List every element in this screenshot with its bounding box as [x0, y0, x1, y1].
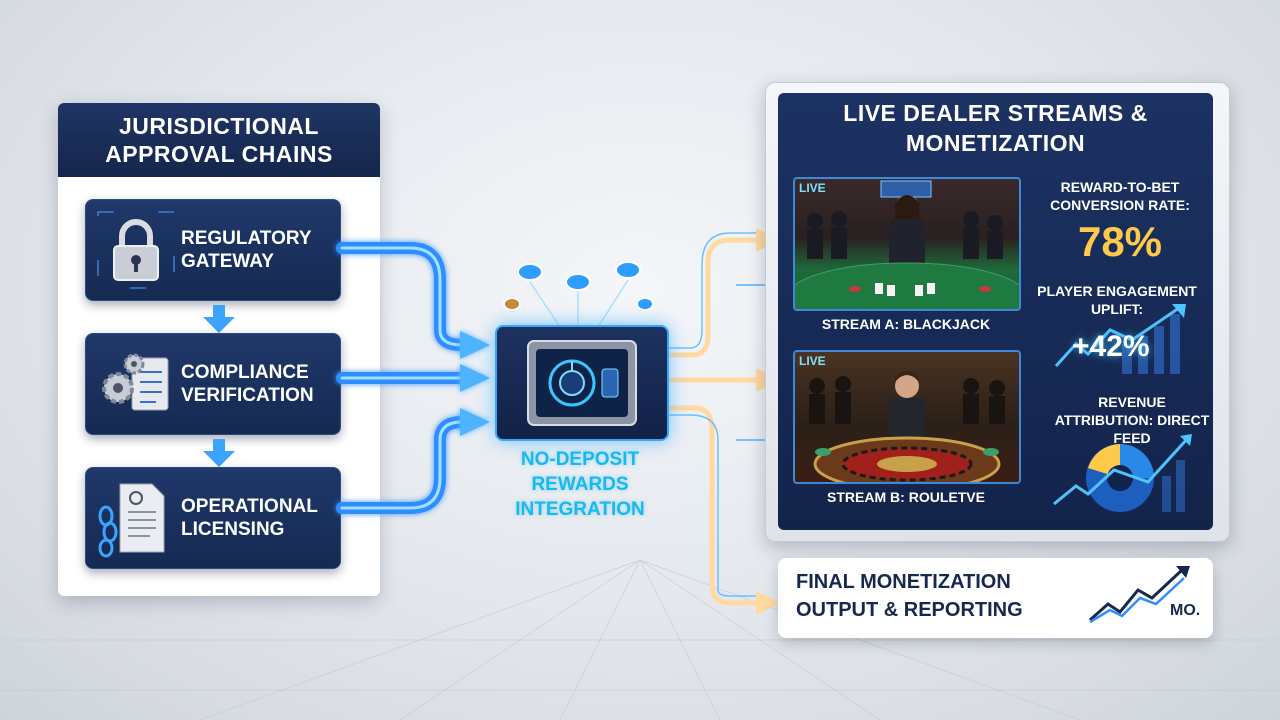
final-output-label: FINAL MONETIZATION OUTPUT & REPORTING	[796, 571, 1023, 621]
growth-chart-icon	[1089, 566, 1190, 624]
padlock-icon	[97, 211, 175, 289]
approval-chain-title: JURISDICTIONAL APPROVAL CHAINS	[58, 103, 380, 177]
stream-b-video[interactable]: LIVE	[793, 350, 1021, 484]
engagement-uplift-value: +42%	[1072, 330, 1150, 363]
revenue-attribution-label: REVENUE ATTRIBUTION: DIRECT FEED	[1054, 394, 1210, 446]
live-badge: LIVE	[799, 181, 826, 195]
stream-a-caption: STREAM A: BLACKJACK	[821, 316, 991, 332]
stream-a-video[interactable]: LIVE	[793, 177, 1021, 311]
engagement-uplift-label: PLAYER ENGAGEMENT UPLIFT:	[1037, 283, 1197, 317]
final-output-box[interactable]: FINAL MONETIZATION OUTPUT & REPORTING MO…	[778, 558, 1213, 638]
live-badge: LIVE	[799, 354, 826, 368]
blackjack-table-icon	[795, 180, 1019, 309]
step-regulatory-gateway[interactable]: REGULATORY GATEWAY	[85, 199, 341, 301]
revenue-donut-icon	[1053, 434, 1192, 512]
uplift-chart-icon	[1054, 304, 1186, 374]
step-label-regulatory: REGULATORY GATEWAY	[181, 228, 312, 272]
rewards-vault-node[interactable]	[495, 325, 669, 441]
step-label-compliance: COMPLIANCE VERIFICATION	[181, 362, 314, 406]
gears-document-icon	[102, 353, 169, 411]
conversion-rate-value: 78%	[1077, 218, 1163, 265]
step-compliance-verification[interactable]: COMPLIANCE VERIFICATION	[85, 333, 341, 435]
down-arrow-icon	[203, 305, 235, 333]
rewards-integration-label: NO-DEPOSIT REWARDS INTEGRATION	[515, 449, 645, 520]
conversion-rate-label: REWARD-TO-BET CONVERSION RATE:	[1050, 179, 1190, 213]
step-operational-licensing[interactable]: OPERATIONAL LICENSING	[85, 467, 341, 569]
poker-chips-icon	[503, 261, 654, 330]
stream-b-caption: STREAM B: ROULETVE	[827, 489, 985, 505]
roulette-table-icon	[809, 371, 1005, 482]
vault-icon	[527, 340, 637, 426]
approval-chain-panel: JURISDICTIONAL APPROVAL CHAINS REGULATOR…	[58, 103, 380, 596]
down-arrow-icon	[203, 439, 235, 467]
document-chain-icon	[98, 483, 165, 558]
step-label-licensing: OPERATIONAL LICENSING	[181, 496, 318, 540]
output-badge: MO.	[1170, 602, 1201, 619]
live-streams-title: LIVE DEALER STREAMS & MONETIZATION	[843, 100, 1148, 156]
